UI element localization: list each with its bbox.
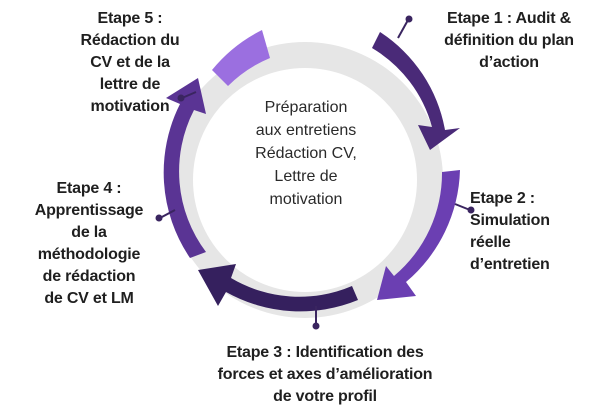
pin-step1-dot <box>405 15 413 23</box>
center-line: Préparation <box>264 99 348 116</box>
step5-line: CV et de la <box>90 54 170 71</box>
pin-step4 <box>159 209 176 219</box>
step4-line: de CV et LM <box>44 290 134 307</box>
step5-line: Rédaction du <box>80 32 180 49</box>
step3-line: Etape 3 : Identification des <box>226 344 424 361</box>
step1-arrow <box>372 32 460 150</box>
center-line: Rédaction CV, <box>255 145 357 162</box>
center-line: Lettre de <box>274 168 338 185</box>
step4-line: de rédaction <box>42 268 136 285</box>
step1-line: Etape 1 : Audit & <box>446 10 571 27</box>
step4-line: Apprentissage <box>34 202 144 219</box>
step4-arrow <box>163 78 206 258</box>
center-title: Préparation aux entretiens Rédaction CV,… <box>236 96 376 211</box>
step2-line: Etape 2 : <box>470 190 535 207</box>
step4-line: méthodologie <box>37 246 141 263</box>
pin-step5-dot <box>177 94 185 102</box>
pin-step2-dot <box>467 206 475 214</box>
pin-step1 <box>397 19 409 39</box>
pin-step4-dot <box>155 214 163 222</box>
step2-line: d’entretien <box>470 256 550 273</box>
step5-line: motivation <box>90 98 170 115</box>
pin-step3-dot <box>312 322 320 330</box>
step1-label: Etape 1 : Audit & définition du plan d’a… <box>418 8 600 74</box>
step2-line: Simulation <box>470 212 550 229</box>
step1-line: d’action <box>479 54 539 71</box>
step2-line: réelle <box>470 234 511 251</box>
step2-arrow <box>377 170 460 300</box>
center-line: aux entretiens <box>255 122 357 139</box>
step4-line: de la <box>71 224 107 241</box>
center-line: motivation <box>269 191 343 208</box>
step5-line: lettre de <box>99 76 161 93</box>
step4-label: Etape 4 : Apprentissage de la méthodolog… <box>6 178 172 310</box>
step3-label: Etape 3 : Identification des forces et a… <box>190 342 460 408</box>
step2-label: Etape 2 : Simulation réelle d’entretien <box>470 188 590 276</box>
step5-label: Etape 5 : Rédaction du CV et de la lettr… <box>56 8 204 118</box>
step3-line: de votre profil <box>273 388 377 405</box>
step1-line: définition du plan <box>444 32 574 49</box>
step5-arrow <box>212 30 270 86</box>
step4-line: Etape 4 : <box>56 180 122 197</box>
step3-line: forces et axes d’amélioration <box>217 366 433 383</box>
step3-arrow <box>198 264 358 312</box>
step5-line: Etape 5 : <box>97 10 163 27</box>
pin-step2 <box>454 203 471 211</box>
